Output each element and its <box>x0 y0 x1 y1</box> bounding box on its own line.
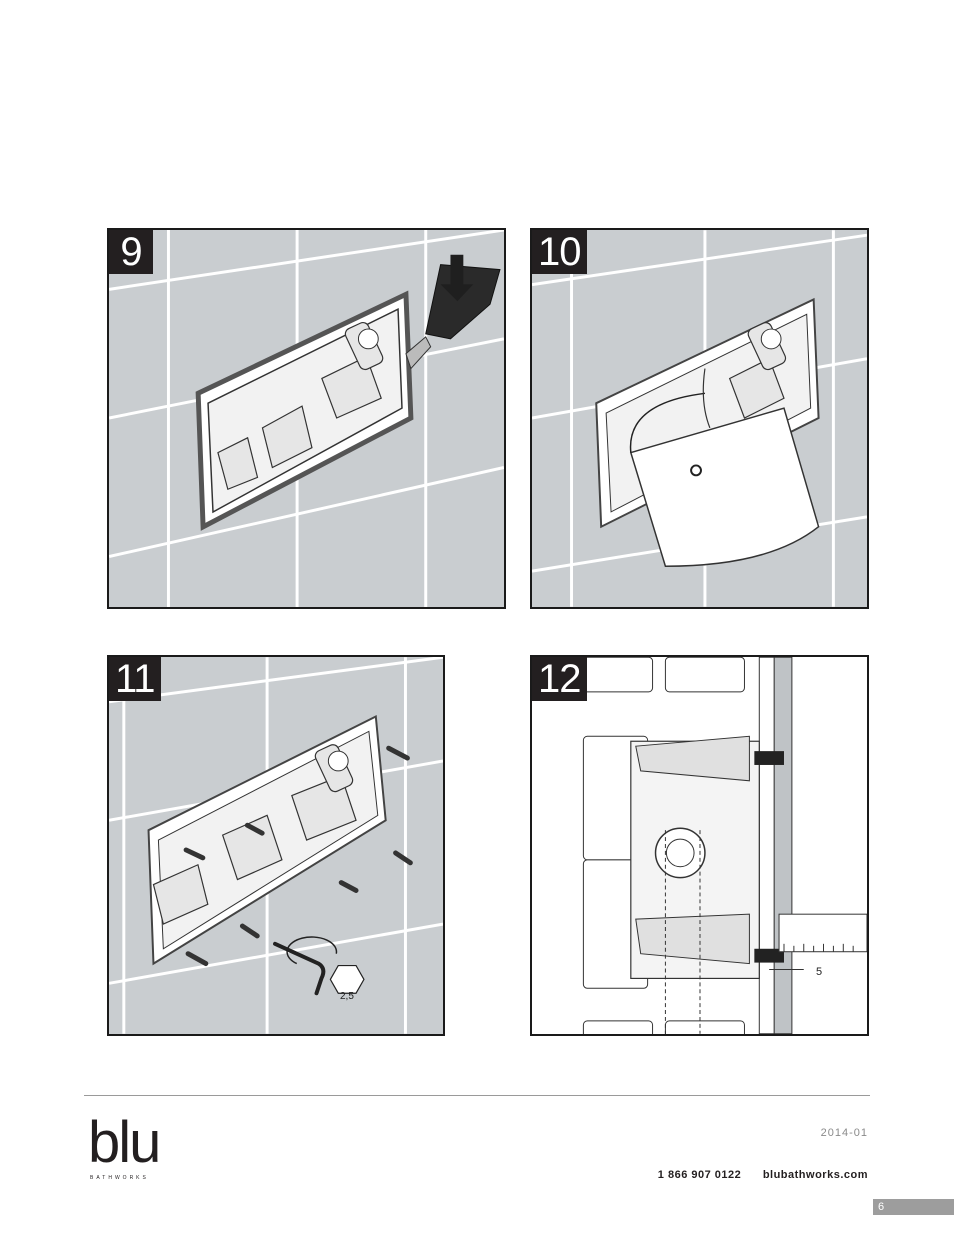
page-number: 6 <box>873 1199 954 1215</box>
step-number: 11 <box>109 657 161 701</box>
brand-logo-subtitle: BATHWORKS <box>90 1175 149 1181</box>
phone-number: 1 866 907 0122 <box>657 1169 742 1181</box>
step-10-panel: 10 <box>530 228 869 609</box>
hex-key-size-label: 2,5 <box>340 991 354 1002</box>
step-11-panel: 11 2,5 <box>107 655 445 1036</box>
contact-info: 1 866 907 0122 blubathworks.com <box>658 1169 868 1181</box>
document-date: 2014-01 <box>820 1127 868 1139</box>
step-number: 10 <box>532 230 587 274</box>
step-10-illustration <box>532 230 867 607</box>
step-number: 9 <box>109 230 153 274</box>
step-12-panel: 12 5 <box>530 655 869 1036</box>
step-9-panel: 9 <box>107 228 506 609</box>
brand-logo: blu <box>88 1110 161 1175</box>
dimension-label: 5 <box>816 966 823 978</box>
step-9-illustration <box>109 230 504 607</box>
footer-divider <box>84 1095 870 1096</box>
step-number: 12 <box>532 657 587 701</box>
step-12-illustration <box>582 657 867 1034</box>
website-link[interactable]: blubathworks.com <box>762 1169 868 1181</box>
step-11-illustration <box>109 657 443 1034</box>
